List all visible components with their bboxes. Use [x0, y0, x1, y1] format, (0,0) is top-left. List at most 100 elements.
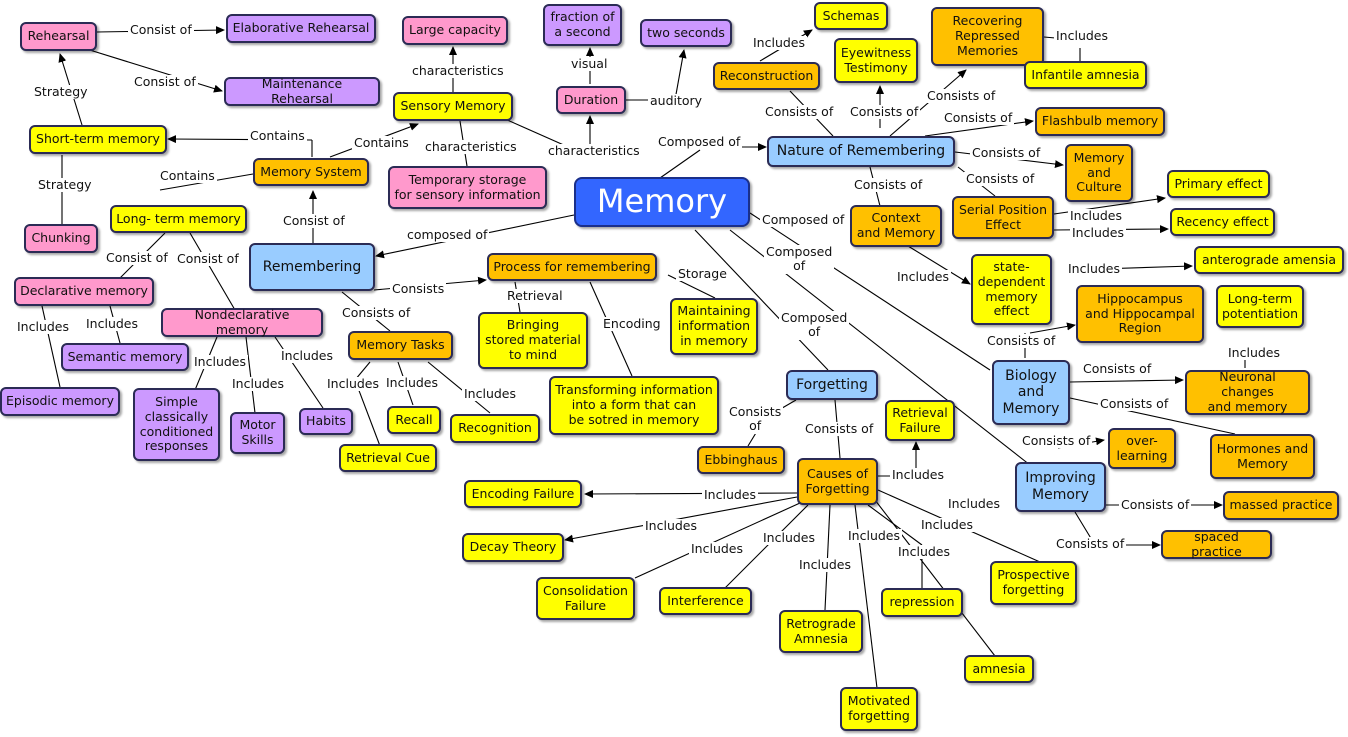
- link-consists-of: Consists of: [803, 421, 876, 437]
- simple-conditioned-node[interactable]: Simple classically conditioned responses: [133, 388, 220, 461]
- habits-node[interactable]: Habits: [299, 408, 353, 435]
- link-includes: Includes: [890, 467, 947, 483]
- link-consist-of: Consist of: [175, 251, 241, 267]
- long-term-memory-node[interactable]: Long- term memory: [110, 205, 247, 233]
- link-includes: Includes: [84, 316, 141, 332]
- link-includes: Includes: [896, 544, 953, 560]
- retrieval-cue-node[interactable]: Retrieval Cue: [339, 444, 437, 472]
- interference-node[interactable]: Interference: [659, 587, 752, 615]
- sensory-memory-node[interactable]: Sensory Memory: [393, 92, 513, 121]
- two-seconds-node[interactable]: two seconds: [640, 19, 732, 47]
- primary-effect-node[interactable]: Primary effect: [1167, 170, 1270, 198]
- link-includes: Includes: [1226, 345, 1283, 361]
- link-retrieval: Retrieval: [505, 288, 565, 304]
- declarative-memory-node[interactable]: Declarative memory: [14, 277, 154, 306]
- link-consists-of: Consists of: [1098, 396, 1171, 412]
- nature-of-remembering-node[interactable]: Nature of Remembering: [767, 136, 955, 167]
- nondeclarative-memory-node[interactable]: Nondeclarative memory: [161, 307, 323, 337]
- short-term-memory-node[interactable]: Short-term memory: [29, 125, 167, 154]
- duration-node[interactable]: Duration: [556, 86, 626, 114]
- serial-position-effect-node[interactable]: Serial Position Effect: [952, 196, 1054, 239]
- remembering-node[interactable]: Remembering: [249, 243, 375, 291]
- retrieval-failure-node[interactable]: Retrieval Failure: [885, 400, 955, 441]
- retrograde-amnesia-node[interactable]: Retrograde Amnesia: [779, 610, 863, 653]
- link-includes: Includes: [797, 557, 854, 573]
- link-contains: Contains: [248, 128, 307, 144]
- recall-node[interactable]: Recall: [387, 406, 441, 434]
- link-strategy: Strategy: [36, 177, 94, 193]
- massed-practice-node[interactable]: massed practice: [1223, 491, 1339, 520]
- episodic-memory-node[interactable]: Episodic memory: [0, 387, 120, 416]
- hippocampus-node[interactable]: Hippocampus and Hippocampal Region: [1076, 285, 1204, 343]
- recognition-node[interactable]: Recognition: [450, 414, 540, 443]
- link-contains: Contains: [158, 168, 217, 184]
- memory-and-culture-node[interactable]: Memory and Culture: [1065, 144, 1133, 202]
- link-includes: Includes: [230, 376, 287, 392]
- link-consists-of: Consists of: [970, 145, 1043, 161]
- decay-theory-node[interactable]: Decay Theory: [462, 533, 564, 562]
- recency-effect-node[interactable]: Recency effect: [1170, 208, 1275, 236]
- link-includes: Includes: [15, 319, 72, 335]
- maintaining-information-node[interactable]: Maintaining information in memory: [670, 298, 758, 355]
- process-for-remembering-node[interactable]: Process for remembering: [487, 253, 657, 281]
- consolidation-failure-node[interactable]: Consolidation Failure: [536, 577, 635, 620]
- link-consists: Consists: [390, 281, 447, 297]
- repression-node[interactable]: repression: [881, 588, 963, 617]
- large-capacity-node[interactable]: Large capacity: [402, 16, 508, 45]
- anterograde-amnesia-node[interactable]: anterograde amensia: [1194, 246, 1344, 274]
- memory-system-node[interactable]: Memory System: [253, 158, 369, 186]
- link-composed-of: composed of: [405, 227, 490, 243]
- link-consists-of: Consists of: [1054, 536, 1127, 552]
- improving-memory-node[interactable]: Improving Memory: [1015, 462, 1106, 512]
- link-consists-of: Consists of: [1020, 433, 1093, 449]
- prospective-forgetting-node[interactable]: Prospective forgetting: [990, 561, 1077, 605]
- ebbinghaus-node[interactable]: Ebbinghaus: [697, 446, 785, 474]
- recovering-repressed-memories-node[interactable]: Recovering Repressed Memories: [931, 7, 1044, 66]
- neuronal-changes-node[interactable]: Neuronal changes and memory: [1185, 370, 1310, 415]
- link-includes: Includes: [325, 376, 382, 392]
- amnesia-node[interactable]: amnesia: [964, 655, 1034, 683]
- maintenance-rehearsal-node[interactable]: Maintenance Rehearsal: [224, 76, 380, 106]
- biology-and-memory-node[interactable]: Biology and Memory: [992, 360, 1070, 425]
- causes-of-forgetting-node[interactable]: Causes of Forgetting: [797, 458, 878, 505]
- rehearsal-node[interactable]: Rehearsal: [20, 22, 97, 51]
- link-composed-of: Composed of: [760, 212, 847, 228]
- hormones-and-memory-node[interactable]: Hormones and Memory: [1210, 434, 1315, 479]
- encoding-failure-node[interactable]: Encoding Failure: [464, 480, 582, 508]
- chunking-node[interactable]: Chunking: [24, 224, 98, 253]
- bringing-stored-material-node[interactable]: Bringing stored material to mind: [478, 312, 588, 369]
- infantile-amnesia-node[interactable]: Infantile amnesia: [1024, 61, 1147, 89]
- state-dependent-memory-node[interactable]: state- dependent memory effect: [971, 254, 1052, 325]
- long-term-potentiation-node[interactable]: Long-term potentiation: [1216, 285, 1304, 328]
- over-learning-node[interactable]: over- learning: [1108, 428, 1176, 469]
- link-storage: Storage: [676, 266, 729, 282]
- link-consists-of: Consists of: [727, 404, 784, 434]
- link-characteristics: characteristics: [423, 139, 519, 155]
- link-consist-of: Consist of: [281, 213, 347, 229]
- forgetting-node[interactable]: Forgetting: [786, 370, 878, 400]
- spaced-practice-node[interactable]: spaced practice: [1161, 529, 1272, 559]
- link-consists-of: Consists of: [964, 171, 1037, 187]
- link-includes: Includes: [946, 496, 1003, 512]
- link-consists-of: Consists of: [763, 104, 836, 120]
- transforming-information-node[interactable]: Transforming information into a form tha…: [549, 376, 719, 435]
- link-includes: Includes: [689, 541, 746, 557]
- motivated-forgetting-node[interactable]: Motivated forgetting: [840, 687, 918, 731]
- link-consists-of: Consists of: [942, 110, 1015, 126]
- context-and-memory-node[interactable]: Context and Memory: [850, 205, 942, 247]
- semantic-memory-node[interactable]: Semantic memory: [61, 343, 189, 371]
- memory-tasks-node[interactable]: Memory Tasks: [348, 331, 453, 360]
- link-includes: Includes: [919, 517, 976, 533]
- elaborative-rehearsal-node[interactable]: Elaborative Rehearsal: [226, 14, 376, 43]
- link-includes: Includes: [643, 518, 700, 534]
- memory-node[interactable]: Memory: [574, 177, 750, 227]
- fraction-of-second-node[interactable]: fraction of a second: [543, 4, 622, 46]
- schemas-node[interactable]: Schemas: [814, 2, 888, 30]
- link-includes: Includes: [761, 530, 818, 546]
- motor-skills-node[interactable]: Motor Skills: [230, 412, 285, 454]
- flashbulb-memory-node[interactable]: Flashbulb memory: [1035, 107, 1165, 136]
- reconstruction-node[interactable]: Reconstruction: [713, 62, 820, 90]
- eyewitness-testimony-node[interactable]: Eyewitness Testimony: [834, 38, 918, 83]
- temporary-storage-node[interactable]: Temporary storage for sensory informatio…: [388, 166, 547, 209]
- link-includes: Includes: [1070, 225, 1127, 241]
